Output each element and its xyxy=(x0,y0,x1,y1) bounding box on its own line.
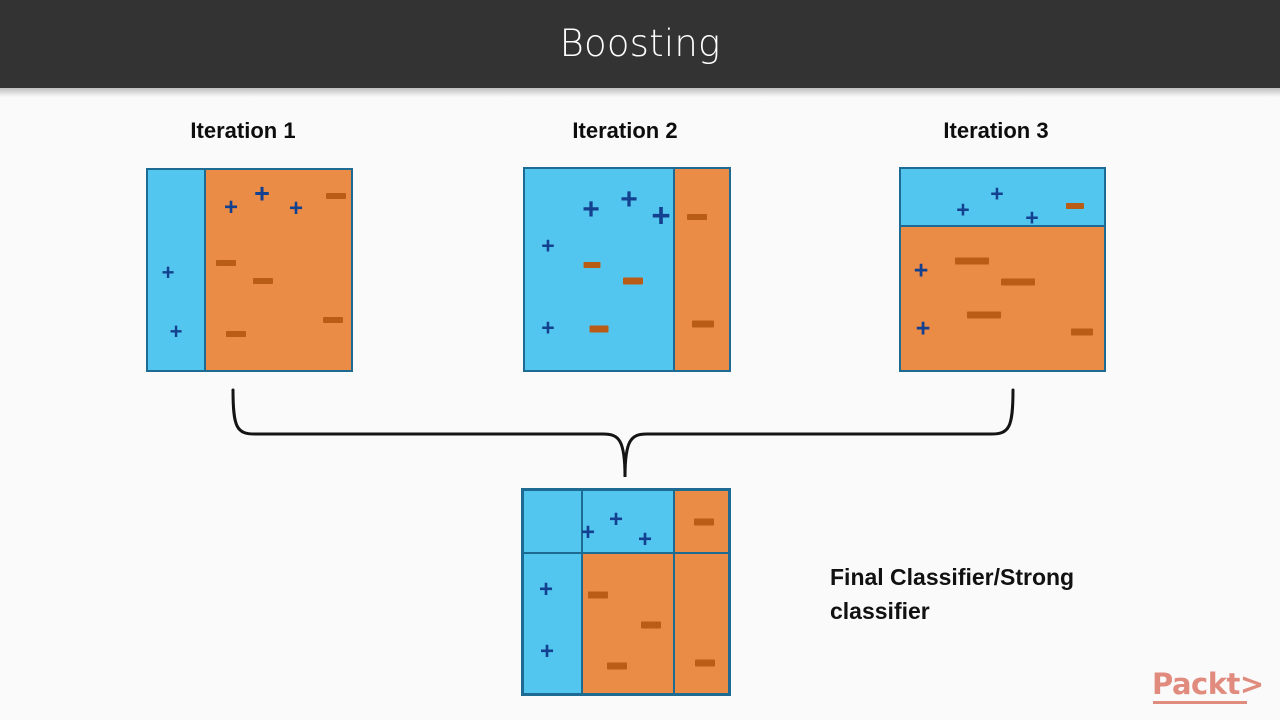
final-cell-r1c2 xyxy=(581,491,673,552)
iteration-1-plus-mark: + xyxy=(254,178,270,209)
iteration-2-minus-mark xyxy=(692,320,714,328)
iteration-2-plus-mark: + xyxy=(541,232,555,259)
iteration-1-plus-mark: + xyxy=(223,194,239,221)
iteration-2-vertical-divider xyxy=(673,169,675,370)
iteration-1-vertical-divider xyxy=(204,170,206,370)
final-plus-mark: + xyxy=(539,638,555,665)
final-plus-mark: + xyxy=(608,506,624,533)
iteration-3-minus-mark xyxy=(967,311,1001,319)
final-column-divider-2 xyxy=(673,491,675,693)
iteration-2-plus-mark: + xyxy=(541,314,555,341)
iteration-plot-3: + + + + + xyxy=(899,167,1106,372)
iteration-1-minus-mark xyxy=(226,331,246,337)
iteration-3-horizontal-divider xyxy=(901,225,1104,227)
iteration-title-1: Iteration 1 xyxy=(190,118,296,143)
packt-logo: Packt> xyxy=(1152,667,1264,706)
iteration-3-plus-mark: + xyxy=(915,314,931,343)
final-cell-r2c3 xyxy=(673,552,728,693)
iteration-3-plus-mark: + xyxy=(1025,204,1039,231)
iteration-1-plus-mark: + xyxy=(288,195,304,222)
iteration-1-minus-mark xyxy=(326,193,346,199)
final-plus-mark: + xyxy=(538,576,554,603)
iteration-2-plus-mark: + xyxy=(582,193,600,226)
final-plus-mark: + xyxy=(580,519,596,546)
iteration-2-minus-mark xyxy=(687,214,707,220)
iteration-3-plus-mark: + xyxy=(913,256,929,285)
iteration-1-plus-mark: + xyxy=(169,319,183,344)
iteration-3-minus-mark xyxy=(1066,203,1084,209)
iteration-3-minus-mark xyxy=(955,257,989,265)
final-minus-mark xyxy=(641,621,661,629)
iteration-2-plus-mark: + xyxy=(620,183,638,216)
final-minus-mark xyxy=(607,662,627,670)
iteration-3-plus-mark: + xyxy=(956,196,970,223)
iteration-3-plus-mark: + xyxy=(990,180,1004,207)
iteration-1-minus-mark xyxy=(253,278,273,284)
final-classifier-caption: Final Classifier/Strong classifier xyxy=(830,560,1170,628)
iteration-1-minus-mark xyxy=(216,260,236,266)
header-bar: Boosting xyxy=(0,0,1280,88)
iteration-1-plus-mark: + xyxy=(161,260,175,285)
iteration-2-minus-mark xyxy=(589,325,609,333)
iteration-3-minus-mark xyxy=(1001,278,1035,286)
iteration-3-minus-mark xyxy=(1071,328,1093,336)
packt-logo-underline xyxy=(1153,701,1247,704)
iteration-2-minus-mark xyxy=(623,277,643,285)
iteration-2-blue-left-region xyxy=(525,169,673,370)
final-minus-mark xyxy=(694,518,714,526)
final-plus-mark: + xyxy=(637,526,653,553)
header-shadow xyxy=(0,88,1280,97)
iteration-1-blue-left-region xyxy=(148,170,204,370)
iteration-1-minus-mark xyxy=(323,317,343,323)
iteration-plot-2: + + + + + xyxy=(523,167,731,372)
final-column-divider-1 xyxy=(581,491,583,693)
final-cell-r1c1 xyxy=(524,491,581,552)
final-minus-mark xyxy=(588,591,608,599)
iteration-2-plus-mark: + xyxy=(651,196,671,234)
final-row-divider-1 xyxy=(524,552,728,554)
final-cell-r2c1 xyxy=(524,552,581,693)
iteration-3-orange-bottom-region xyxy=(901,225,1104,370)
iteration-plot-1: + + + + + xyxy=(146,168,353,372)
final-caption-line-1: Final Classifier/Strong xyxy=(830,564,1075,590)
curly-brace-connector xyxy=(231,388,1015,478)
final-caption-line-2: classifier xyxy=(830,598,930,624)
iteration-2-orange-right-region xyxy=(673,169,729,370)
iteration-title-2: Iteration 2 xyxy=(572,118,678,143)
iteration-3-blue-top-region xyxy=(901,169,1104,225)
final-minus-mark xyxy=(695,659,715,667)
packt-logo-text: Packt> xyxy=(1152,667,1264,701)
final-classifier-plot: + + + + + xyxy=(521,488,731,696)
page-title: Boosting xyxy=(559,22,721,65)
iteration-title-3: Iteration 3 xyxy=(943,118,1049,143)
iteration-2-minus-mark xyxy=(583,262,601,268)
